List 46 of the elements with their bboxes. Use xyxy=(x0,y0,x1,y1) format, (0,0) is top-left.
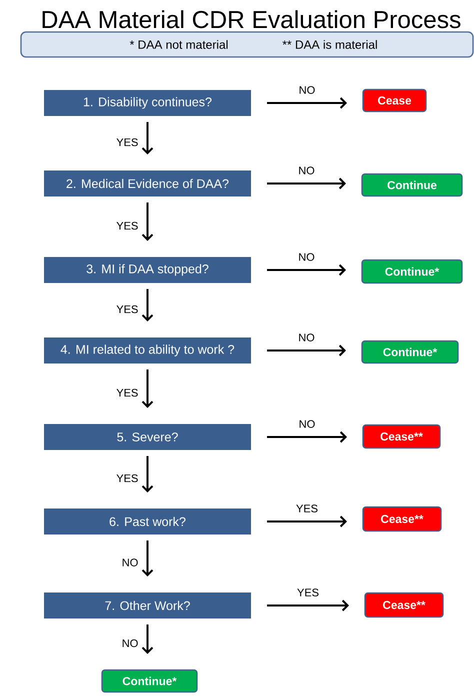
question-box: 3. MI if DAA stopped? xyxy=(44,257,251,283)
edge-label: YES xyxy=(116,138,138,146)
edge-label: NO xyxy=(300,86,315,94)
question-box: 1. Disability continues? xyxy=(44,90,251,116)
note-text: * DAA not material xyxy=(130,40,228,49)
arrow xyxy=(142,456,154,492)
arrow xyxy=(142,370,154,408)
edge-label: YES xyxy=(116,222,138,230)
question-box: 6. Past work? xyxy=(44,508,251,534)
arrow xyxy=(267,516,347,528)
edge-label: NO xyxy=(299,334,314,342)
outcome-box: Continue* xyxy=(101,669,198,693)
arrow xyxy=(267,178,346,190)
edge-label: YES xyxy=(297,588,318,596)
arrow xyxy=(267,344,346,356)
outcome-box: Continue* xyxy=(361,259,463,284)
outcome-box: Continue xyxy=(361,173,463,197)
arrow xyxy=(267,264,346,276)
edge-label: NO xyxy=(122,639,138,648)
arrow xyxy=(142,540,154,576)
outcome-box: Continue* xyxy=(361,340,459,364)
edge-label: YES xyxy=(116,388,138,397)
arrow xyxy=(142,202,154,241)
note-text: ** DAA is material xyxy=(282,40,377,49)
outcome-box: Cease xyxy=(362,88,427,112)
arrow xyxy=(267,97,347,109)
arrow xyxy=(142,122,154,154)
arrow xyxy=(267,431,347,443)
edge-label: NO xyxy=(299,253,314,261)
arrow xyxy=(267,600,349,612)
edge-label: YES xyxy=(116,474,138,482)
edge-label: NO xyxy=(300,420,315,428)
question-box: 7. Other Work? xyxy=(44,592,251,618)
question-box: 5. Severe? xyxy=(44,424,251,450)
edge-label: YES xyxy=(116,305,138,314)
question-box: 4. MI related to ability to work ? xyxy=(44,338,251,364)
title: DAA Material CDR Evaluation Process xyxy=(42,10,460,28)
arrow xyxy=(142,289,154,322)
outcome-box: Cease** xyxy=(364,592,444,618)
outcome-box: Cease** xyxy=(362,506,442,532)
question-box: 2. Medical Evidence of DAA? xyxy=(44,170,251,196)
edge-label: YES xyxy=(296,504,318,512)
arrow xyxy=(142,624,154,654)
outcome-box: Cease** xyxy=(362,424,441,449)
edge-label: NO xyxy=(299,166,314,174)
edge-label: NO xyxy=(122,558,138,566)
